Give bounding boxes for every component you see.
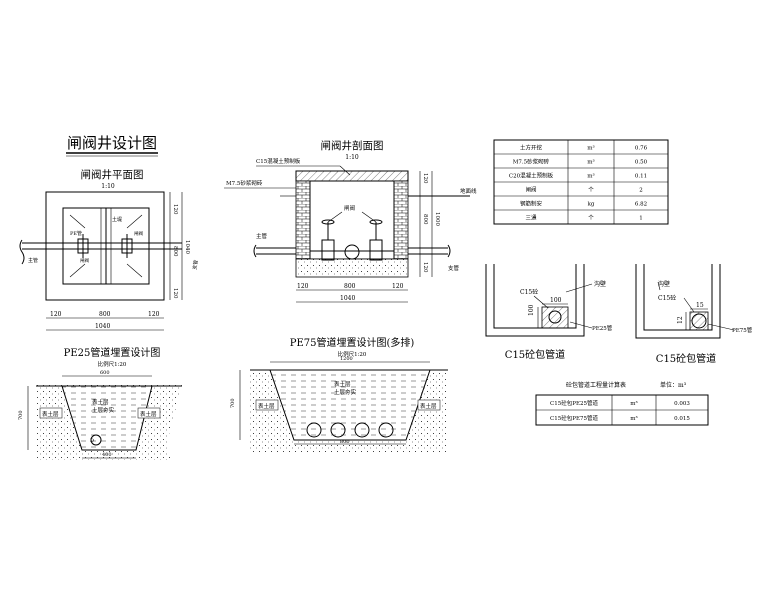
ct-row1-name: C15砼包PE75管道 [550,414,598,422]
c15-encasement-right: 沟壁 C15砼 PE75管 15 12 C15砼包管道 [635,264,753,365]
pe75-topsoil-right: 表土层 [420,402,437,410]
section-label-wall: M7.5砂浆砌砖 [226,179,263,187]
qt-row0-qty: 0.76 [635,146,648,152]
qt-row0-unit: m³ [587,145,594,152]
pe25-trench: PE25管道埋置设计图 比例尺1:20 D 表土层 表土层 表土层 土层夯实 6… [18,346,182,460]
section-dim-120b: 120 [422,262,428,273]
qt-row3-unit: 个 [588,187,594,194]
c15-encasement-left: 沟壁 C15砼 PE25管 100 100 C15砼包管道 [485,264,613,361]
section-title: 闸阀井剖面图 [321,139,384,152]
c15l-dim-h: 100 [528,304,535,316]
c15r-label-pipe: PE75管 [732,326,753,334]
pe75-trench: PE75管道埋置设计图(多排) 比例尺1:20 表土层 表土层 表土层 土层夯实… [230,336,448,452]
pe25-title: PE25管道埋置设计图 [64,346,161,359]
section-dim-1000: 1000 [434,212,440,226]
pe25-scale: 比例尺1:20 [98,360,127,368]
qt-row1-name: M7.5砂浆砌砖 [513,158,550,166]
section-label-cover: C15混凝土预制板 [256,157,301,165]
plan-dim-800v: 800 [172,246,178,257]
plan-label-valve-right: 闸阀 [134,230,143,237]
ct-title: 砼包管道工程量计算表 [566,381,626,389]
c15r-dim-h: 12 [677,316,684,324]
plan-dim-120a: 120 [172,204,178,215]
pe25-topsoil-right: 表土层 [140,410,157,418]
plan-dim-120c: 120 [50,311,62,318]
c15l-caption: C15砼包管道 [505,348,565,361]
qt-row1-unit: m³ [587,159,594,166]
c15r-label-trench: 沟壁 [658,280,670,288]
main-title: 闸阀井设计图 [67,134,157,152]
c15r-dim-w: 15 [696,302,704,309]
pe75-dim-height: 700 [230,398,236,408]
qt-row5-qty: 1 [639,216,643,222]
qt-row2-unit: m³ [587,173,594,180]
qt-row3-name: 闸阀 [525,186,536,194]
c15l-dim-w: 100 [550,297,562,304]
pe25-fill-label: 土层夯实 [92,406,115,414]
plan-dim-800h: 800 [99,311,111,318]
plan-label-pipe: PE管 [70,230,82,237]
concrete-table: 砼包管道工程量计算表 单位：m³ C15砼包PE25管道 m³ 0.003 C1… [535,381,709,426]
section-dim-800h: 800 [344,283,356,290]
plan-scale: 1:10 [101,183,115,190]
qt-row2-qty: 0.11 [635,174,647,180]
qt-row4-name: 钢筋制安 [520,200,543,208]
plan-dim-1040v: 1040 [184,240,190,254]
section-label-branch: 支管 [448,264,460,272]
section-label-ground: 地面线 [460,187,477,195]
pe25-topsoil-left: 表土层 [42,410,59,418]
pe25-dim-height: 700 [18,410,24,420]
qt-row1-qty: 0.50 [635,160,648,166]
ct-row0-qty: 0.003 [674,401,690,407]
pe75-title: PE75管道埋置设计图(多排) [290,336,415,349]
qt-row2-name: C20混凝土预制板 [509,172,554,180]
section-view: 闸阀井剖面图 1:10 闸阀 C15混凝土预制板 [224,139,477,303]
c15l-label-concrete: C15砼 [520,288,538,296]
plan-dim-120b: 120 [172,288,178,299]
section-scale: 1:10 [345,154,359,161]
section-label-valve: 闸阀 [344,204,355,212]
pe25-topsoil-center: 表土层 [92,398,109,406]
pe75-topsoil-center: 表土层 [334,380,351,388]
pe75-dim-bottom: 800 [340,439,350,445]
section-dim-800: 800 [422,214,428,225]
ct-unit-note: 单位：m³ [660,381,687,389]
ct-row0-unit: m³ [630,400,637,407]
pe25-dim-bottom: 400 [102,452,112,458]
qt-row0-name: 土方开挖 [520,144,543,152]
plan-dim-120d: 120 [148,311,160,318]
qt-row4-qty: 6.82 [635,202,647,208]
plan-view: 闸阀井平面图 1:10 土堤 PE管 闸阀 闸阀 主管 支管 120 800 1… [19,168,200,331]
plan-label-top: 土堤 [112,216,122,223]
section-label-main: 主管 [256,232,268,240]
c15r-label-concrete: C15砼 [658,294,676,302]
qt-row5-name: 三通 [525,214,537,222]
pe25-pipe-label: D [90,438,94,444]
plan-title: 闸阀井平面图 [81,168,144,181]
section-dim-120d: 120 [392,283,404,290]
ct-row1-qty: 0.015 [674,416,690,422]
plan-label-main: 主管 [28,257,38,264]
plan-dim-1040h: 1040 [95,323,110,330]
ct-row1-unit: m³ [630,415,637,422]
qt-row4-unit: kg [588,202,595,208]
pe25-dim-top: 600 [100,370,110,376]
plan-label-branch: 支管 [191,259,200,270]
quantity-table: 土方开挖 m³ 0.76 M7.5砂浆砌砖 m³ 0.50 C20混凝土预制板 … [493,139,669,225]
pe75-fill-label: 土层夯实 [334,388,357,396]
qt-row3-qty: 2 [639,188,643,194]
section-dim-1040: 1040 [340,295,355,302]
section-dim-120c: 120 [297,283,309,290]
c15r-caption: C15砼包管道 [656,352,716,365]
c15l-label-trench: 沟壁 [594,280,606,288]
qt-row5-unit: 个 [588,215,594,222]
pe75-scale: 比例尺1:20 [338,350,367,358]
pe75-topsoil-left: 表土层 [258,402,275,410]
section-dim-120a: 120 [422,173,428,184]
ct-row0-name: C15砼包PE25管道 [550,399,598,407]
pe75-dim-top: 1200 [340,356,353,362]
plan-label-valve-left: 闸阀 [80,257,89,264]
c15l-label-pipe: PE25管 [592,324,613,332]
